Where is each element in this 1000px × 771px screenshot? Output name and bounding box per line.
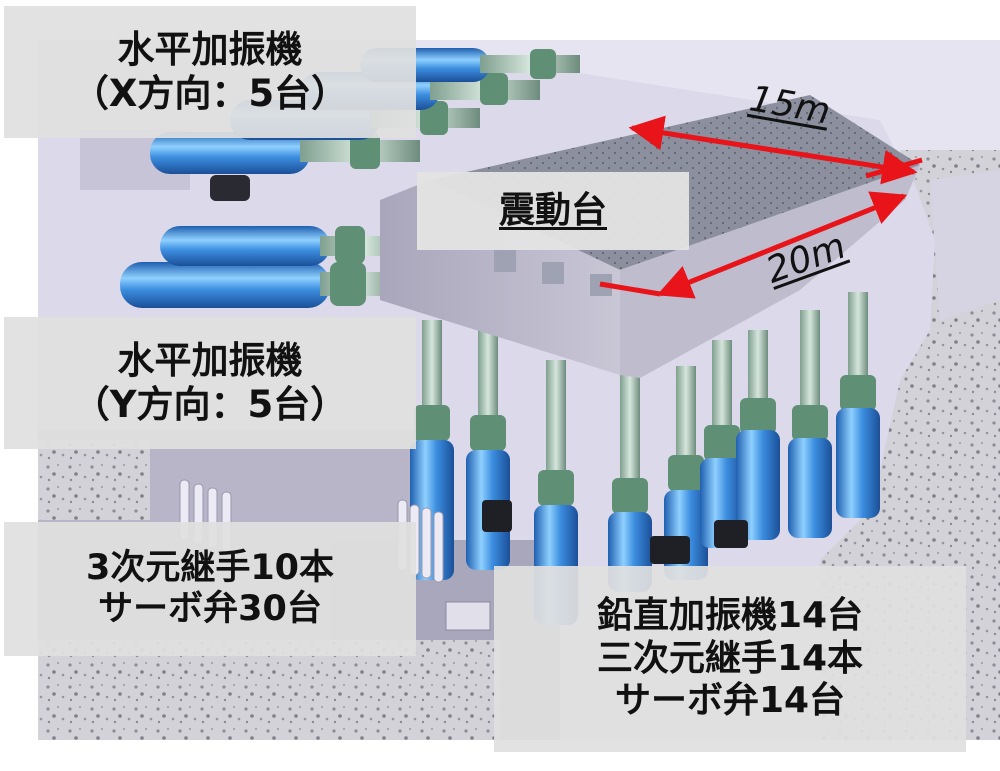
- servo-valves-count: サーボ弁30台: [98, 589, 322, 629]
- y-exciter-count: （Y方向：5台）: [72, 383, 348, 426]
- y-exciter-label: 水平加振機 （Y方向：5台）: [4, 317, 416, 449]
- vertical-exciter-label: 鉛直加振機14台 三次元継手14本 サーボ弁14台: [494, 566, 966, 752]
- vertical-joints-count: 三次元継手14本: [596, 637, 864, 679]
- y-exciter-title: 水平加振機: [117, 339, 303, 383]
- joints-valves-label: 3次元継手10本 サーボ弁30台: [4, 522, 416, 656]
- x-exciter-label: 水平加振機 （X方向：5台）: [4, 6, 416, 138]
- joints-count: 3次元継手10本: [85, 547, 335, 588]
- dimension-arrows: [599, 115, 923, 299]
- x-exciter-title: 水平加振機: [117, 28, 303, 72]
- x-exciter-count: （X方向：5台）: [71, 72, 349, 115]
- length-arrow: [628, 115, 918, 185]
- vertical-valves-count: サーボ弁14台: [614, 680, 846, 722]
- vertical-actuators: [410, 292, 880, 625]
- vertical-exciter-count: 鉛直加振機14台: [596, 595, 864, 637]
- shaking-table-label: 震動台: [417, 172, 689, 250]
- shaking-table-title: 震動台: [498, 189, 607, 231]
- width-arrow: [656, 191, 908, 299]
